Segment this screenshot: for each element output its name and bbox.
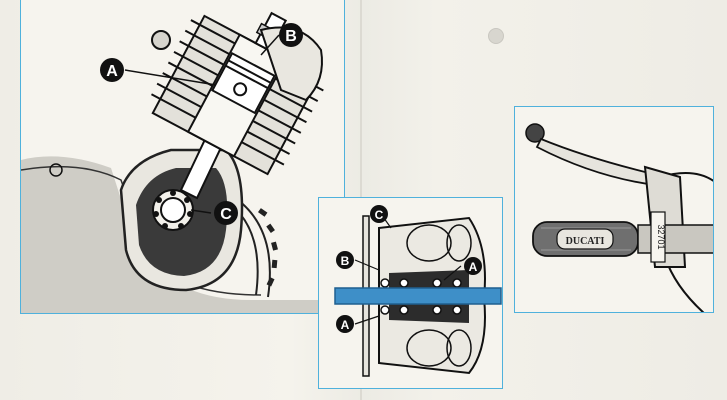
svg-text:A: A: [106, 63, 118, 80]
svg-text:A: A: [341, 318, 350, 332]
lever-part-number: 32701: [656, 224, 666, 249]
svg-text:B: B: [285, 28, 297, 45]
svg-text:A: A: [469, 260, 478, 274]
hub-cutaway-illustration: C B A A: [334, 205, 502, 377]
callout-a-right: A: [464, 257, 482, 275]
engine-cutaway-illustration: A B C: [21, 11, 344, 313]
callout-b: B: [279, 23, 303, 47]
handlebar-lever-illustration: DUCATI 32701: [525, 123, 713, 312]
svg-text:C: C: [375, 208, 384, 222]
binding-hole: [488, 28, 504, 44]
callout-c: C: [370, 205, 388, 223]
handlebar-diagram-panel: DUCATI 32701: [514, 106, 714, 313]
engine-diagram-panel: A B C: [20, 0, 345, 314]
grip-brand-text: DUCATI: [566, 236, 605, 247]
svg-text:C: C: [220, 206, 232, 223]
grip-logo-plate: [556, 228, 614, 250]
callout-b: B: [336, 251, 354, 269]
hub-diagram-panel: C B A A: [318, 197, 503, 389]
callout-a-left: A: [336, 315, 354, 333]
svg-text:B: B: [341, 254, 350, 268]
callout-a: A: [100, 58, 124, 82]
axle-highlight: [334, 287, 502, 305]
callout-c: C: [214, 201, 238, 225]
